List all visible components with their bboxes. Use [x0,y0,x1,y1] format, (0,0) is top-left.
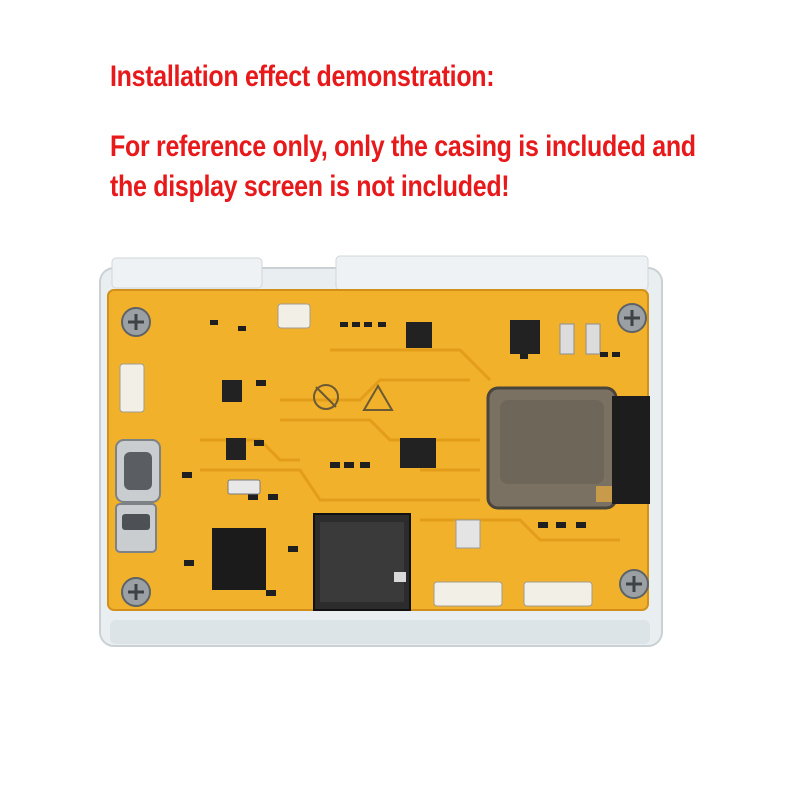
esp32-module [486,386,618,510]
caption-title: Installation effect demonstration: [110,60,495,94]
screw-bottom-right [619,569,649,599]
esd-warning-symbol [362,384,394,411]
caption-note-line-2: the display screen is not included! [110,170,510,204]
chip-u1 [510,320,540,354]
screw-bottom-left [121,577,151,607]
jst-connector-p4 [523,581,593,607]
rohs-symbol [313,384,339,410]
regulator-2 [226,438,246,460]
jst-connector-p3 [433,581,503,607]
speaker-connector [277,303,311,329]
sd-card-slot [313,513,411,611]
micro-usb-port [115,503,157,553]
screw-top-right [617,303,647,333]
jst-connector-left [119,363,145,413]
rgb-led [455,519,481,549]
jumper [227,479,261,495]
usb-c-port [115,439,161,503]
boot-button [585,323,601,355]
reset-button [559,323,575,355]
smd-components [182,320,620,596]
screw-top-left [121,307,151,337]
chip-u3 [406,322,432,348]
chip-small [400,438,436,468]
display-connector [612,396,650,504]
regulator-1 [222,380,242,402]
caption-note-line-1: For reference only, only the casing is i… [110,130,696,164]
usb-serial-chip [212,528,266,590]
